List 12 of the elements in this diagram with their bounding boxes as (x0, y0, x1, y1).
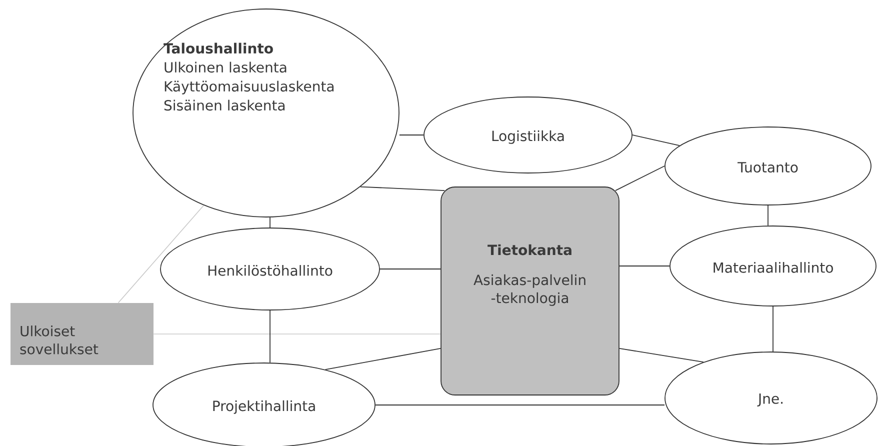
connector-line (380, 268, 441, 270)
connector-line (375, 404, 665, 406)
external-apps-box: Ulkoiset sovellukset (10, 303, 154, 365)
connector-line (632, 134, 680, 146)
connector-line (772, 306, 774, 352)
database-box: Tietokanta Asiakas-palvelin -teknologia (440, 186, 620, 396)
connector-line (615, 166, 665, 191)
connector-line (324, 348, 441, 370)
connector-line (399, 134, 424, 136)
connector-line (619, 348, 704, 363)
connector-line (360, 186, 445, 191)
connector-line (118, 204, 204, 304)
